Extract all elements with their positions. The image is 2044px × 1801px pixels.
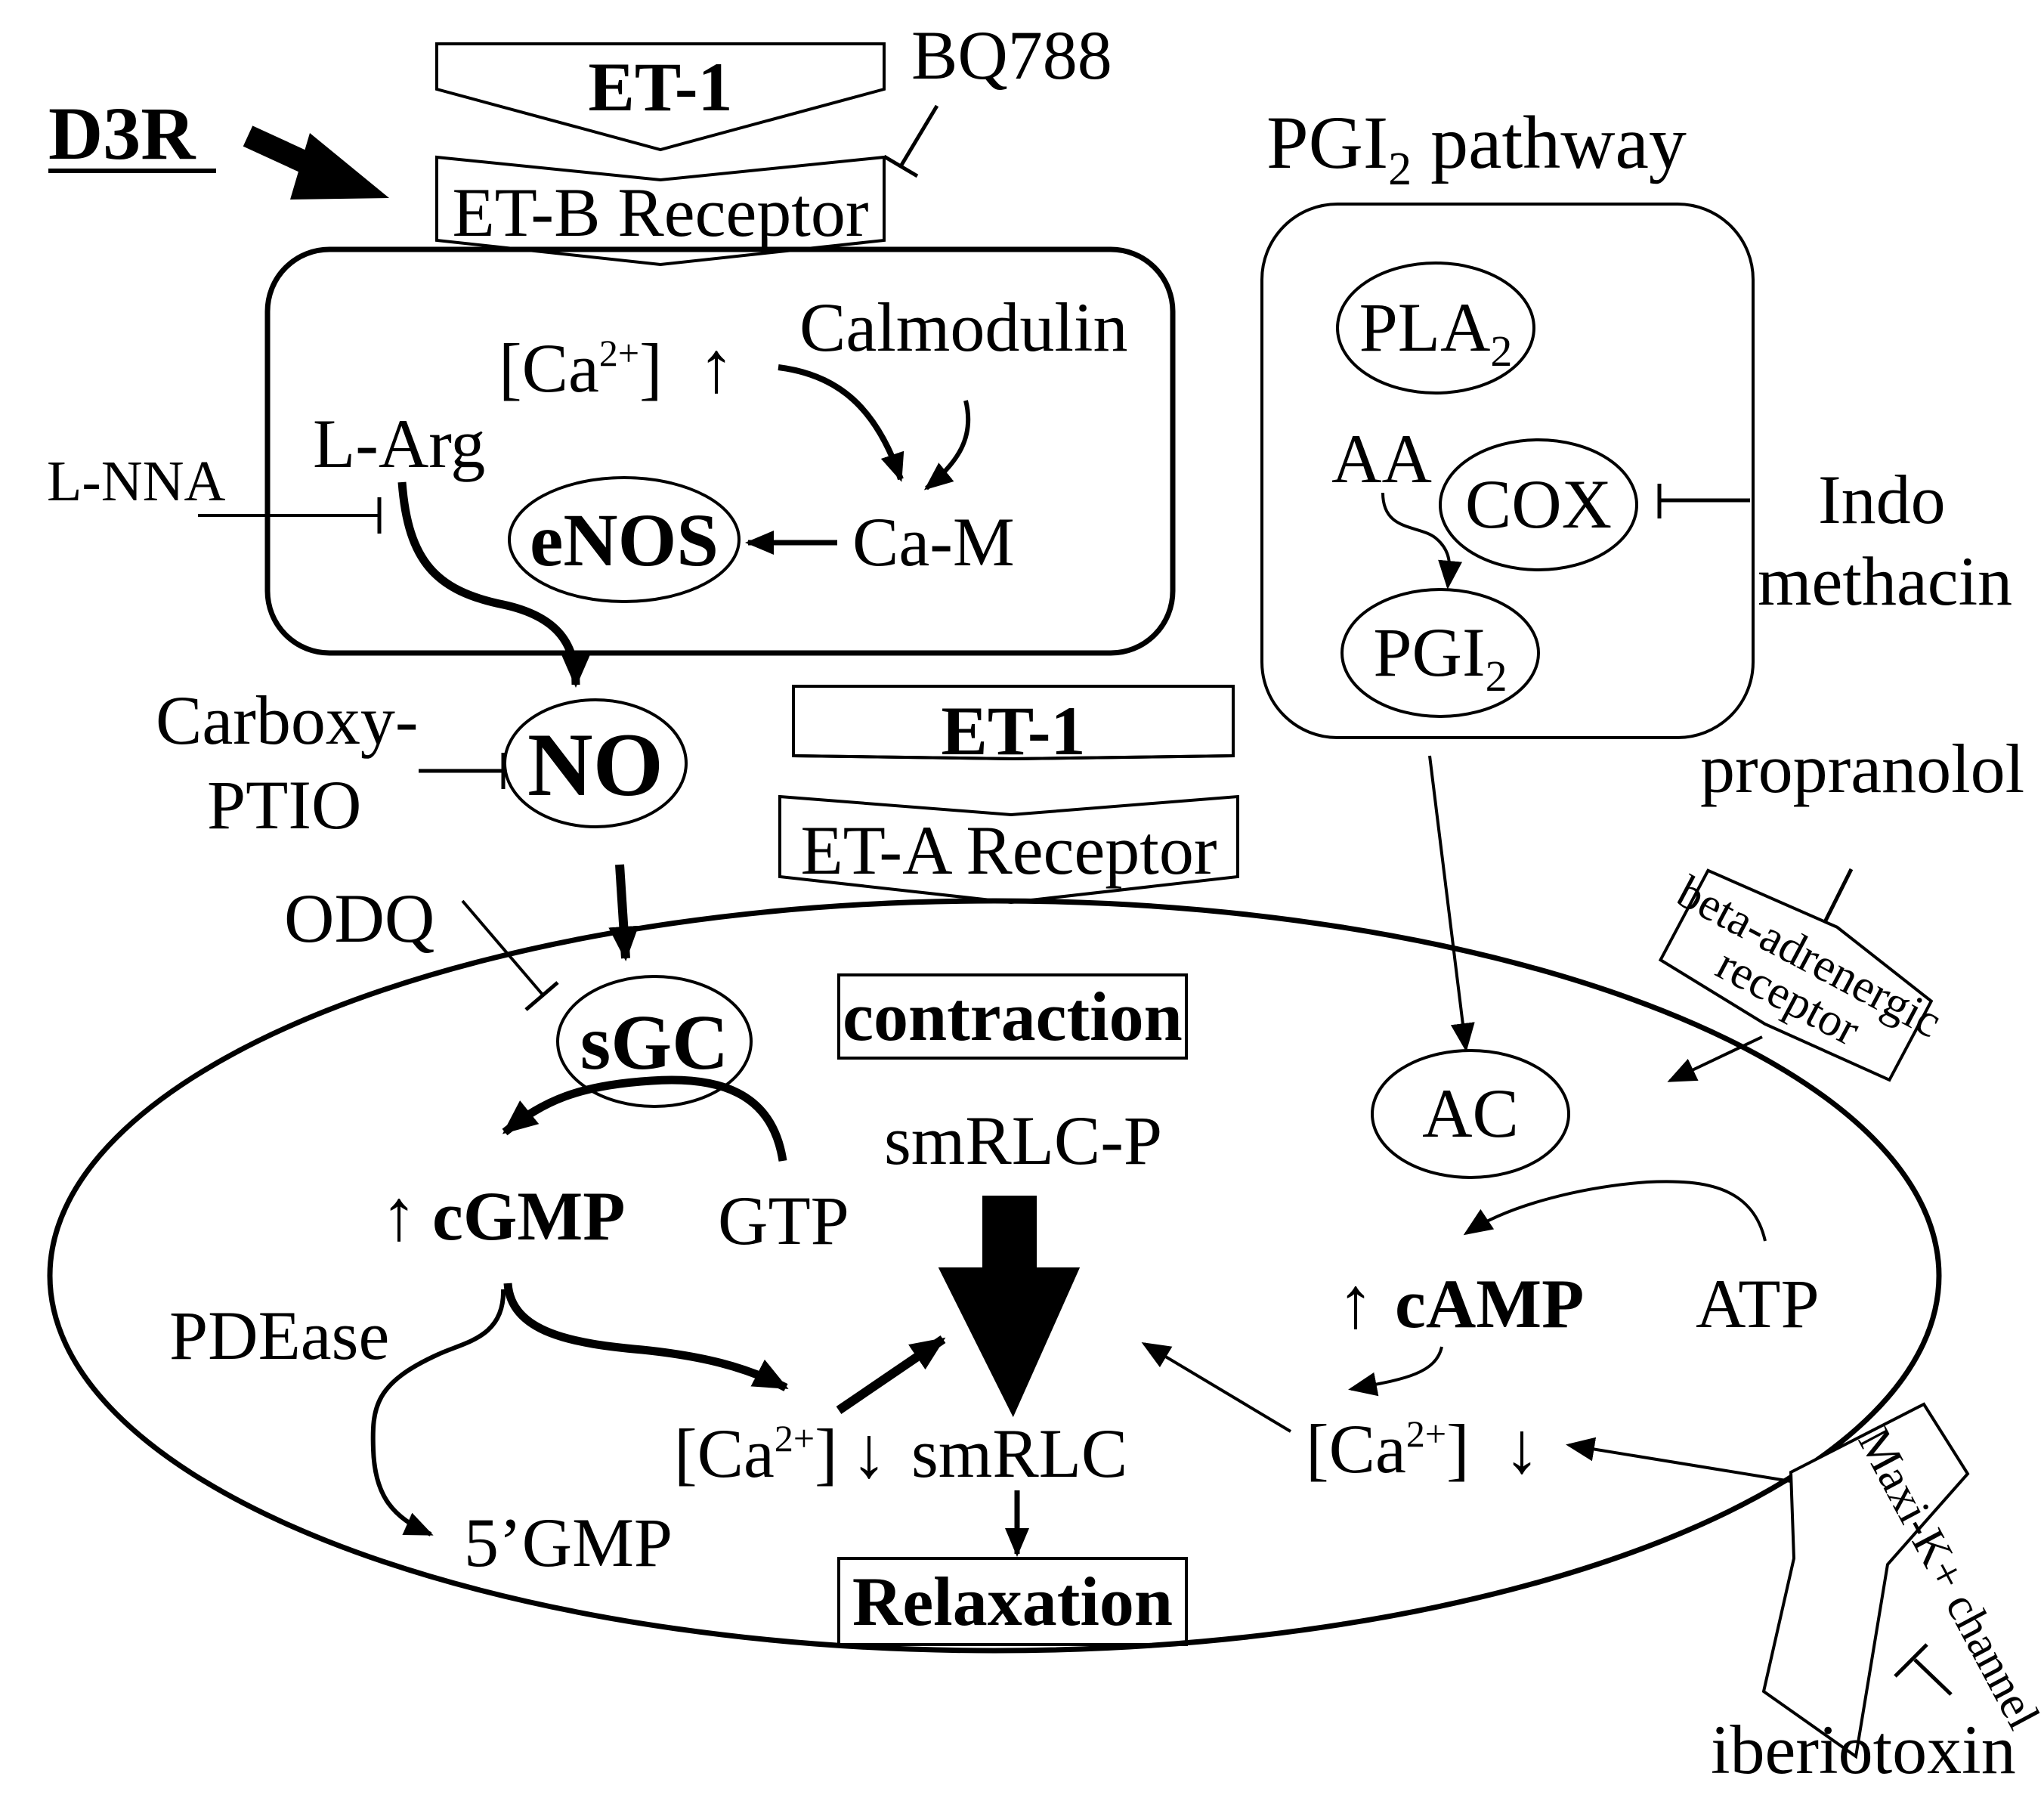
smrlc-p-label: smRLC-P	[884, 1102, 1162, 1179]
ac-label: AC	[1422, 1075, 1519, 1152]
beta-to-ac-arrow	[1667, 1035, 1763, 1082]
bq788-inhibition-line	[883, 104, 939, 178]
relaxation-label: Relaxation	[852, 1563, 1173, 1640]
d3r-label-group: D3R	[48, 91, 216, 175]
enos-ellipse	[508, 476, 741, 603]
etb-receptor: ET-B Receptor	[435, 155, 886, 267]
pgi2-ellipse	[1341, 588, 1540, 718]
l-nna-label: L-NNA	[47, 450, 226, 513]
etb-receptor-label: ET-B Receptor	[452, 174, 868, 251]
gtp-label: GTP	[718, 1182, 849, 1259]
bq788-label: BQ788	[911, 17, 1112, 94]
ac-ellipse	[1371, 1049, 1570, 1179]
no-label: NO	[527, 714, 663, 815]
no-ellipse	[503, 698, 688, 828]
atp-to-camp-arrow	[1463, 1180, 1767, 1242]
smrlc-label: smRLC	[911, 1415, 1127, 1492]
larg-to-no-arrow	[397, 481, 591, 688]
ca-to-cam-arrow	[778, 364, 904, 482]
camp-label: cAMP	[1395, 1265, 1584, 1342]
contraction-label: contraction	[843, 978, 1183, 1055]
d3r-label: D3R	[48, 91, 196, 175]
pgi2-pathway-title: PGI2 pathway	[1266, 101, 1687, 195]
et1-top-label: ET-1	[589, 48, 733, 125]
camp-to-ca-arrow	[1348, 1346, 1443, 1397]
camp-group: ↑ cAMP	[1337, 1262, 1584, 1343]
pla2-ellipse	[1336, 261, 1535, 395]
enos-label: eNOS	[530, 498, 719, 582]
odq-group: ODQ	[284, 880, 559, 1011]
indo-line2: methacin	[1758, 543, 2012, 620]
sgc-label: sGC	[580, 999, 728, 1086]
pgi2-label: PGI2	[1373, 614, 1507, 701]
eta-receptor-label: ET-A Receptor	[800, 812, 1217, 889]
gtp-to-cgmp-arrow	[502, 1075, 787, 1162]
contraction-box	[837, 973, 1188, 1060]
calmodulin-to-cam-arrow	[923, 400, 971, 490]
cgmp-up-arrow: ↑	[381, 1174, 417, 1255]
d3r-arrow	[243, 125, 389, 200]
ca-up-arrow: ↑	[698, 326, 734, 407]
indomethacin-inhibition-line	[1657, 484, 1750, 518]
atp-label: ATP	[1696, 1265, 1820, 1342]
iberiotoxin-label: iberiotoxin	[1711, 1711, 2016, 1788]
pgi2-to-ac-arrow	[1428, 755, 1475, 1052]
maxik-to-ca-arrow	[1566, 1437, 1792, 1483]
ca-right-down-arrow: ↓	[1504, 1407, 1540, 1488]
cgmp-to-ca-arrow	[503, 1283, 789, 1391]
aa-label: AA	[1331, 420, 1432, 497]
smooth-muscle-cell	[47, 898, 1942, 1654]
sgc-ellipse	[556, 975, 753, 1108]
maxik-channel: Maxi-K+ channel	[1761, 1402, 2044, 1759]
ca-right-to-relaxation-arrow	[1141, 1341, 1292, 1433]
odq-label: ODQ	[284, 880, 434, 957]
cgmp-group: ↑ cGMP	[381, 1174, 625, 1255]
carboxy-line2: PTIO	[207, 766, 361, 843]
ca-endothelial: [Ca2+]	[499, 330, 663, 407]
cox-ellipse	[1439, 438, 1638, 571]
cox-label: COX	[1465, 466, 1612, 543]
pla2-label: PLA2	[1359, 289, 1513, 376]
l-arg-label: L-Arg	[313, 405, 485, 482]
five-gmp-label: 5’GMP	[464, 1504, 673, 1581]
indo-line1: Indo	[1818, 461, 1946, 538]
camp-up-arrow: ↑	[1337, 1262, 1374, 1343]
ca-m-label: Ca-M	[852, 503, 1015, 580]
et1-lower-ligand: ET-1	[792, 685, 1235, 769]
carboxy-inhibition-line	[419, 753, 506, 789]
iberiotoxin-inhibition-line	[1894, 1643, 1953, 1696]
propranolol-label: propranolol	[1700, 730, 2024, 807]
et1-top-ligand: ET-1	[435, 42, 886, 152]
no-to-sgc-arrow	[608, 864, 639, 961]
pgi2-cell-box	[1260, 203, 1755, 739]
pdease-label: PDEase	[169, 1297, 389, 1374]
pdease-to-5gmp-arrow	[370, 1289, 506, 1536]
ca-right: [Ca2+]	[1306, 1410, 1470, 1487]
eta-receptor: ET-A Receptor	[778, 794, 1239, 905]
beta-adrenergic-receptor: beta-adrenergic receptor	[1658, 866, 1950, 1082]
aa-to-pgi2-arrow	[1381, 492, 1463, 590]
smrlc-p-big-arrow	[938, 1196, 1081, 1418]
relaxation-box	[837, 1557, 1188, 1646]
endothelial-cell-box	[264, 246, 1176, 656]
l-nna-inhibition-line	[198, 497, 382, 534]
carboxy-line1: Carboxy-	[156, 682, 418, 759]
calmodulin-label: Calmodulin	[799, 289, 1127, 366]
et1-lower-label: ET-1	[942, 692, 1086, 769]
ca-smooth-muscle: [Ca2+]	[674, 1415, 838, 1492]
ca-smooth-down-arrow: ↓	[851, 1412, 887, 1493]
ca-to-smrlc-arrow	[836, 1335, 946, 1414]
cgmp-label: cGMP	[432, 1177, 625, 1255]
